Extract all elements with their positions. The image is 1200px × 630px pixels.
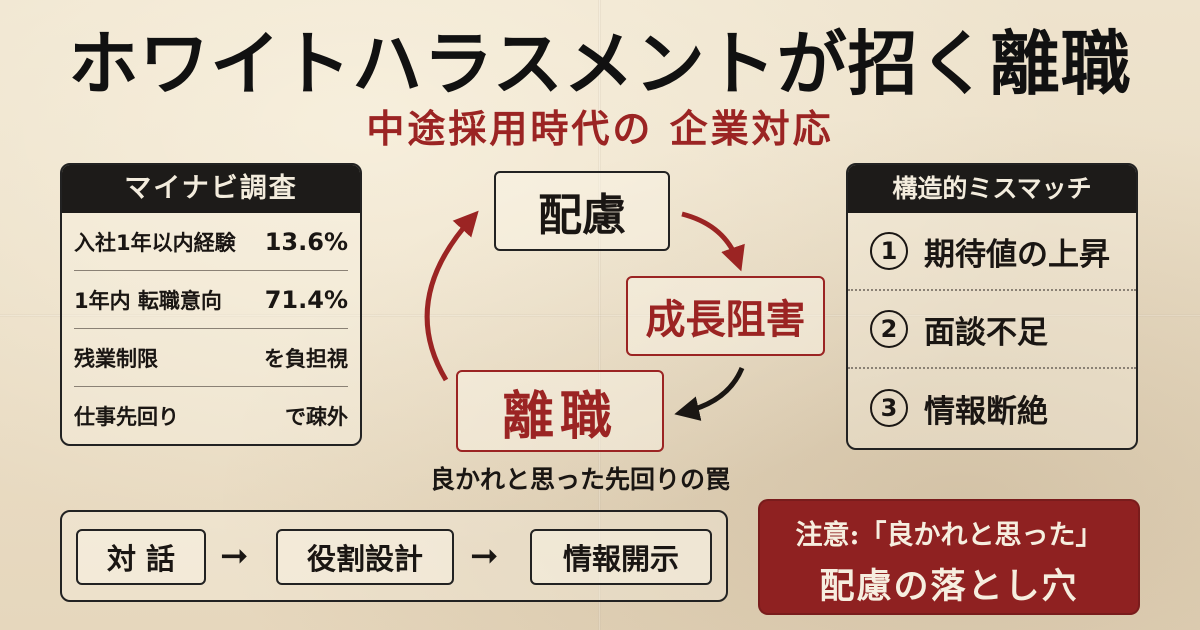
arrow-rishoku-to-hairyo [424,210,479,382]
cycle-node-rishoku: 離職 [456,370,664,452]
survey-heading: マイナビ調査 [62,165,360,213]
fold-line-horizontal [0,314,1200,317]
arrow-seicho-to-rishoku [674,366,745,421]
number-circle-icon: 1 [870,232,908,270]
survey-row-value: 13.6% [264,227,348,256]
survey-row: 仕事先回り で疎外 [74,387,348,444]
number-circle-icon: 2 [870,310,908,348]
cycle-node-seicho: 成長阻害 [626,276,825,356]
survey-rows: 入社1年以内経験 13.6% 1年内 転職意向 71.4% 残業制限 を負担視 … [62,213,360,444]
page-title: ホワイトハラスメントが招く離職 [68,22,1132,105]
arrow-hairyo-to-seicho [681,211,745,272]
caution-line-2: 配慮の落とし穴 [819,566,1079,607]
survey-row: 残業制限 を負担視 [74,329,348,387]
survey-row-label: 残業制限 [74,346,158,371]
arrow-right-icon: ➞ [470,536,499,576]
mismatch-item-text: 期待値の上昇 [924,236,1110,273]
survey-row: 1年内 転職意向 71.4% [74,271,348,329]
survey-panel: マイナビ調査 入社1年以内経験 13.6% 1年内 転職意向 71.4% 残業制… [60,163,362,446]
action-flow: 対話 ➞ 役割設計 ➞ 情報開示 [60,510,728,602]
mismatch-item-text: 情報断絶 [924,393,1048,430]
number-circle-icon: 3 [870,389,908,427]
caution-line-1: 注意:「良かれと思った」 [795,520,1103,551]
mismatch-item: 1 期待値の上昇 [848,213,1136,291]
survey-row-label: 仕事先回り [74,405,179,429]
mismatch-item: 3 情報断絶 [848,369,1136,447]
cycle-node-hairyo: 配慮 [494,171,670,251]
mismatch-panel: 構造的ミスマッチ 1 期待値の上昇 2 面談不足 3 情報断絶 [846,163,1138,450]
mismatch-heading: 構造的ミスマッチ [848,165,1136,213]
mismatch-item-text: 面談不足 [924,314,1048,351]
flow-step-dialogue: 対話 [76,529,206,585]
flow-step-role-design: 役割設計 [276,529,454,585]
survey-row-label: 入社1年以内経験 [74,230,236,255]
page-subtitle: 中途採用時代の 企業対応 [366,106,834,151]
survey-row-value: を負担視 [264,346,348,371]
arrow-right-icon: ➞ [220,536,249,576]
caution-banner: 注意:「良かれと思った」 配慮の落とし穴 [758,499,1140,615]
trap-caption: 良かれと思った先回りの罠 [429,465,730,494]
fold-line-vertical [598,0,601,630]
mismatch-item: 2 面談不足 [848,291,1136,369]
survey-row-value: で疎外 [285,405,348,429]
survey-row-value: 71.4% [264,285,348,314]
flow-step-info-disclosure: 情報開示 [530,529,712,585]
survey-row: 入社1年以内経験 13.6% [74,213,348,271]
survey-row-label: 1年内 転職意向 [74,288,222,313]
